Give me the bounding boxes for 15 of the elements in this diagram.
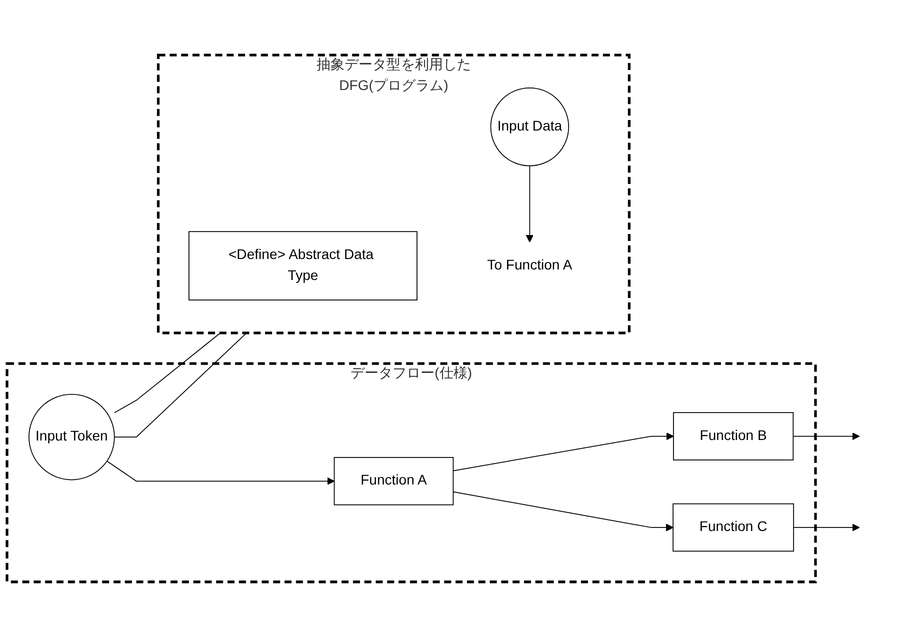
connector [114,332,248,438]
connector [114,332,221,413]
node-text: To Function A [487,257,572,272]
node-circle: Input Data [490,87,570,166]
node-box: Function A [334,456,454,505]
arrow [792,432,860,440]
node-box: Function C [672,502,794,552]
arrow [106,460,335,485]
node-box: <Define> Abstract Data Type [188,230,418,300]
arrow [793,523,860,531]
arrow [452,432,674,471]
arrow [526,164,534,242]
arrow [452,490,674,531]
node-circle: Input Token [28,393,115,480]
node-box: Function B [673,412,794,460]
